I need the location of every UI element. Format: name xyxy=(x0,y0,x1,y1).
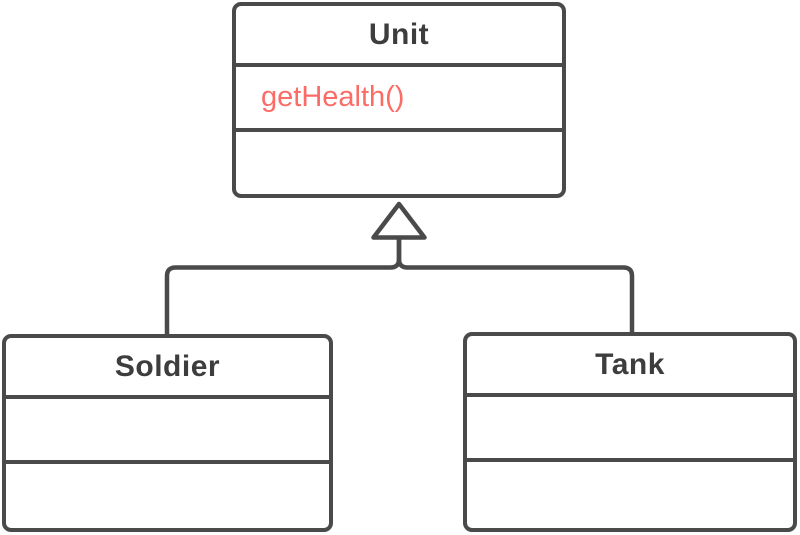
class-box-soldier: Soldier xyxy=(2,334,333,532)
class-empty-row xyxy=(467,458,793,528)
class-title: Unit xyxy=(368,17,430,51)
class-box-unit: Unit getHealth() xyxy=(232,2,566,198)
class-title: Soldier xyxy=(114,349,221,383)
inheritance-arrow-icon xyxy=(371,201,427,240)
class-box-tank: Tank xyxy=(463,332,797,532)
class-members-row xyxy=(6,395,329,460)
class-empty-row xyxy=(236,128,562,194)
class-members-row xyxy=(467,393,793,458)
class-empty-row xyxy=(6,460,329,528)
class-members-row: getHealth() xyxy=(236,63,562,128)
connector-soldier-to-unit xyxy=(164,236,402,336)
connector-tank-to-unit xyxy=(396,236,635,334)
class-title: Tank xyxy=(595,347,665,381)
class-member-label: getHealth() xyxy=(261,81,405,113)
